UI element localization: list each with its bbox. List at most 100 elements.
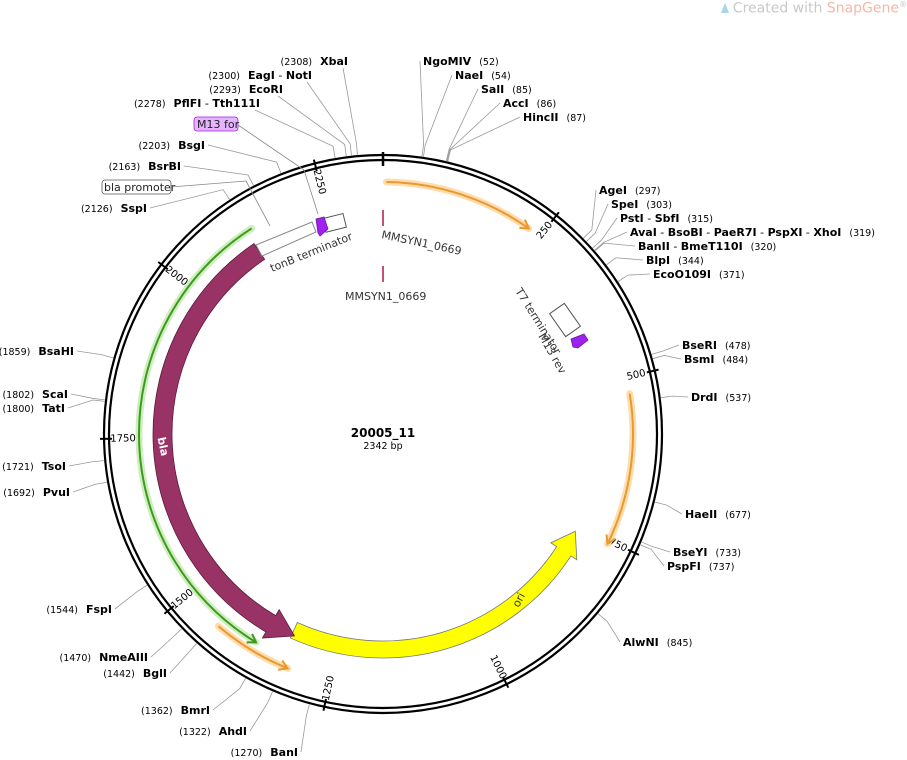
orf-1-head [519,219,531,230]
enzyme-label[interactable]: BlpI(344) [646,254,704,267]
enzyme-leader-line [654,501,683,515]
enzyme-label[interactable]: SalI(85) [481,83,532,96]
enzyme-label[interactable]: (1442)BglI [103,667,167,680]
enzyme-label[interactable]: (2203)BsgI [139,139,206,152]
enzyme-label[interactable]: (1270)BanI [231,746,298,759]
bla-promoter-leader-2 [245,180,271,227]
enzyme-leader-line [423,74,453,157]
enzyme-label[interactable]: AlwNI (845) [623,636,692,649]
enzyme-label[interactable]: (1362)BmrI [141,704,210,717]
tick-mark [627,548,640,556]
enzyme-label[interactable]: DrdI (537) [691,391,751,404]
enzyme-position: (537) [726,393,752,404]
enzyme-position: (2293) [209,85,241,96]
enzyme-separator: - [201,97,212,110]
enzyme-label[interactable]: HincII(87) [523,111,586,124]
enzyme-label[interactable]: (1859)BsaHI [0,345,74,358]
enzyme-label[interactable]: (2308)XbaI [281,55,348,68]
orf-1[interactable] [386,181,530,230]
enzyme-leader-line [149,189,231,209]
enzyme-label[interactable]: NaeI(54) [455,69,511,82]
enzyme-label[interactable]: BseYI(733) [673,546,741,559]
enzyme-label[interactable]: (2300)EagI - NotI [208,69,312,82]
enzyme-label[interactable]: (1800)TatI [3,402,65,415]
enzyme-label[interactable]: BsmI(484) [684,353,748,366]
m13-rev-feature[interactable]: M13 rev [535,331,589,376]
enzyme-label[interactable]: (1544)FspI [46,603,112,616]
enzyme-label[interactable]: EcoO109I (371) [653,268,745,281]
enzyme-label[interactable]: AccI(86) [503,97,556,110]
enzyme-label[interactable]: (1470)NmeAIII [59,651,148,664]
enzyme-label[interactable]: (2126)SspI [81,202,147,215]
enzyme-position: (52) [479,57,499,68]
enzyme-leader-line [207,144,282,174]
enzyme-leader-line [641,541,671,553]
bla-feature-arrow[interactable] [152,243,296,639]
enzyme-leader-line [652,355,682,360]
enzyme-leader-line [306,81,352,156]
enzyme-leader-line [592,217,618,249]
enzyme-label[interactable]: (1721) TsoI [2,460,66,473]
m13-for-primer-arrow[interactable] [315,216,329,237]
enzyme-name: AvaI [630,226,657,239]
enzyme-leader-line [447,116,521,162]
enzyme-leader-line [212,677,247,711]
m13-for-label-box[interactable] [193,116,239,132]
enzyme-label[interactable]: HaeII(677) [685,508,751,521]
enzyme-name: EcoO109I [653,268,711,281]
enzyme-label[interactable]: PspFI(737) [667,560,734,573]
enzyme-label[interactable]: (1802)ScaI [2,388,68,401]
enzyme-leader-line [651,344,680,355]
tonb-terminator-feature[interactable]: tonB terminator [255,221,355,275]
watermark-brand: SnapGene [826,0,899,17]
enzyme-position: (2163) [109,162,141,173]
enzyme-position: (371) [719,270,745,281]
enzyme-leader-line [169,642,198,674]
enzyme-label[interactable]: SpeI(303) [611,198,672,211]
enzyme-label[interactable]: (1322)AhdI [179,725,247,738]
enzyme-position: (1859) [0,347,30,358]
mmsyn1-label-upper[interactable]: MMSYN1_0669 [380,228,462,258]
enzyme-position: (315) [687,214,713,225]
enzyme-separator: - [275,69,286,82]
watermark-registered-mark: ® [899,0,907,9]
tick-mark [163,605,175,615]
enzyme-name: BmrI [181,704,210,717]
orf-3[interactable] [217,625,289,670]
enzyme-label[interactable]: BanII - BmeT110I(320) [638,240,776,253]
enzyme-separator: - [644,212,655,225]
mmsyn1-label-lower[interactable]: MMSYN1_0669 [345,290,426,303]
orf-2[interactable] [606,393,634,545]
enzyme-position: (1802) [2,390,34,401]
enzyme-name: BlpI [646,254,670,267]
enzyme-name: HincII [523,111,559,124]
enzyme-name: TatI [42,402,65,415]
enzyme-position: (1721) [2,462,34,473]
enzyme-label[interactable]: BseRI(478) [682,339,751,352]
m13-rev-primer-arrow [570,333,589,349]
enzyme-label[interactable]: (1692)PvuI [3,486,70,499]
enzyme-label[interactable]: AgeI(297) [599,184,661,197]
ori-feature-arrow[interactable] [289,530,578,659]
enzyme-label[interactable]: NgoMIV(52) [423,55,499,68]
enzyme-label[interactable]: (2163)BsrBI [109,160,181,173]
orf-4[interactable] [138,227,257,644]
plasmid-name: 20005_11 [351,426,415,441]
enzyme-position: (2278) [134,99,166,110]
enzyme-label[interactable]: PstI - SbfI(315) [620,212,713,225]
m13-for-label: M13 for [197,118,240,131]
bla-promoter-label: bla promoter [104,181,176,194]
enzyme-label[interactable]: (2293) EcoRI [209,83,283,96]
enzyme-label[interactable]: AvaI - BsoBI - PaeR7I - PspXI - XhoI(319… [630,226,875,239]
enzyme-name: DrdI [691,391,718,404]
enzyme-position: (2300) [208,71,240,82]
enzyme-separator: - [757,226,768,239]
enzyme-position: (845) [667,638,693,649]
enzyme-leader-line [183,165,255,186]
enzyme-leader-line [68,460,105,467]
enzyme-name: TsoI [42,460,66,473]
enzyme-name: EcoRI [249,83,283,96]
enzyme-name: BsmI [684,353,715,366]
enzyme-label[interactable]: (2278)PflFI - Tth111I [134,97,260,110]
enzyme-name: AlwNI [623,636,659,649]
